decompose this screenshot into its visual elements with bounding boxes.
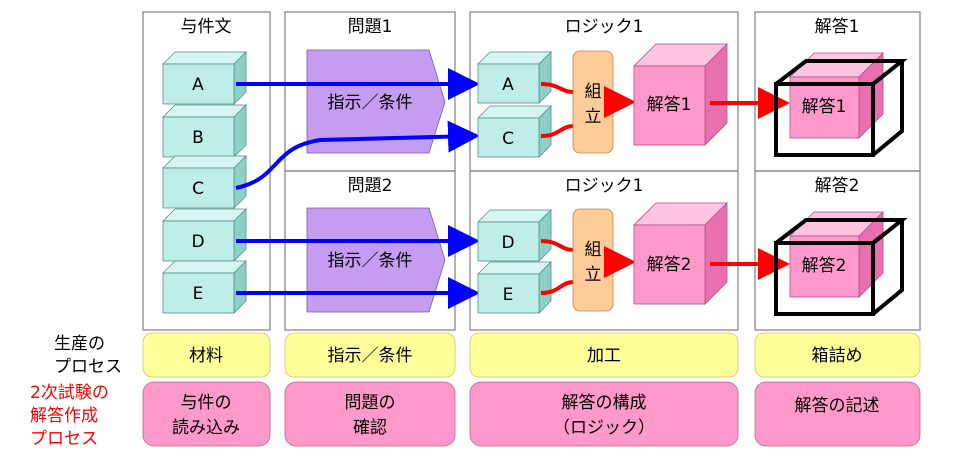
- connector-a-assemble1: [540, 82, 575, 94]
- production-cell-processing: [469, 332, 739, 378]
- connector-c-assemble1: [540, 124, 575, 138]
- exam-cell-logic: [469, 381, 739, 447]
- production-packing-label: 箱詰め: [812, 346, 863, 366]
- exam-logic-line1: 解答の構成: [562, 393, 647, 413]
- assemble1-char2: 立: [585, 107, 602, 127]
- exam-writing-label: 解答の記述: [795, 396, 880, 416]
- question1-header: 問題1: [348, 17, 393, 37]
- exam-cell-writing: [754, 381, 921, 447]
- question2-header: 問題2: [348, 176, 393, 196]
- production-label-line1: 生産の: [54, 334, 105, 354]
- logic2-block-d: D: [477, 209, 552, 262]
- assemble2-char1: 組: [585, 240, 602, 260]
- boxed-answer2-label: 解答2: [802, 256, 847, 276]
- production-material-label: 材料: [189, 346, 223, 366]
- block-e-label: E: [193, 284, 204, 304]
- arrow-c-to-logic1: [235, 120, 480, 190]
- exam-label-line3: プロセス: [30, 429, 98, 449]
- production-instruction-label: 指示／条件: [328, 346, 413, 366]
- logic1-header: ロジック1: [565, 17, 644, 37]
- exam-label-line2: 解答作成: [30, 406, 98, 426]
- instruction1-label: 指示／条件: [328, 93, 413, 113]
- instruction-arrow-2: 指示／条件: [306, 207, 446, 313]
- production-cell-instruction: [284, 332, 456, 378]
- exam-check-line1: 問題の: [345, 393, 396, 413]
- block-c: C: [162, 155, 247, 209]
- block-e: E: [162, 260, 247, 314]
- instruction2-label: 指示／条件: [328, 251, 413, 271]
- block-b: B: [162, 104, 247, 158]
- answer2-cube-label: 解答2: [647, 255, 692, 275]
- logic1-block-c: C: [477, 105, 552, 158]
- production-cell-packing: [754, 332, 921, 378]
- logic2-input-e: E: [503, 285, 514, 305]
- logic1-block-a: A: [477, 51, 552, 104]
- block-a-label: A: [192, 75, 204, 95]
- boxed-answer-2: 解答2: [774, 211, 908, 316]
- exam-logic-line2: （ロジック）: [553, 418, 655, 438]
- logic2-input-d: D: [501, 233, 514, 253]
- logic2-block-e: E: [477, 261, 552, 314]
- answer2-header: 解答2: [815, 176, 860, 196]
- production-processing-label: 加工: [587, 346, 621, 366]
- answer2-cube: 解答2: [633, 202, 728, 305]
- box-frame-1: [774, 59, 908, 157]
- instruction-arrow-1: 指示／条件: [306, 49, 446, 154]
- block-a: A: [162, 51, 247, 105]
- boxed-answer1-label: 解答1: [802, 97, 847, 117]
- production-cell-material: [142, 332, 271, 378]
- assemble-box-1: 組 立: [572, 50, 614, 154]
- exam-check-line2: 確認: [353, 418, 387, 438]
- box-frame-2: [774, 218, 908, 316]
- answer1-header: 解答1: [815, 17, 860, 37]
- answer1-cube-label: 解答1: [647, 95, 692, 115]
- input-header: 与件文: [181, 17, 232, 37]
- block-d: D: [162, 208, 247, 262]
- answer2-frame: [754, 170, 921, 331]
- production-label-line2: プロセス: [54, 357, 122, 377]
- block-d-label: D: [191, 232, 204, 252]
- block-b-label: B: [192, 128, 204, 148]
- exam-process-label: 2次試験の 解答作成 プロセス: [30, 382, 109, 451]
- exam-cell-check: [284, 381, 456, 447]
- exam-cell-reading: [142, 381, 271, 447]
- connector-e-assemble2: [540, 280, 575, 295]
- logic2-header: ロジック1: [565, 176, 644, 196]
- logic1-input-a: A: [502, 75, 514, 95]
- answer1-cube: 解答1: [633, 43, 728, 146]
- assemble1-char1: 組: [585, 82, 602, 102]
- assemble-box-2: 組 立: [572, 208, 614, 312]
- exam-label-line1: 2次試験の: [30, 383, 109, 403]
- exam-reading-line1: 与件の: [181, 393, 232, 413]
- block-c-label: C: [192, 179, 204, 199]
- logic1-input-c: C: [502, 129, 514, 149]
- assemble2-char2: 立: [585, 265, 602, 285]
- boxed-answer-1: 解答1: [774, 52, 908, 157]
- connector-d-assemble2: [540, 239, 575, 252]
- production-process-label: 生産の プロセス: [54, 333, 122, 379]
- exam-reading-line2: 読み込み: [172, 418, 240, 438]
